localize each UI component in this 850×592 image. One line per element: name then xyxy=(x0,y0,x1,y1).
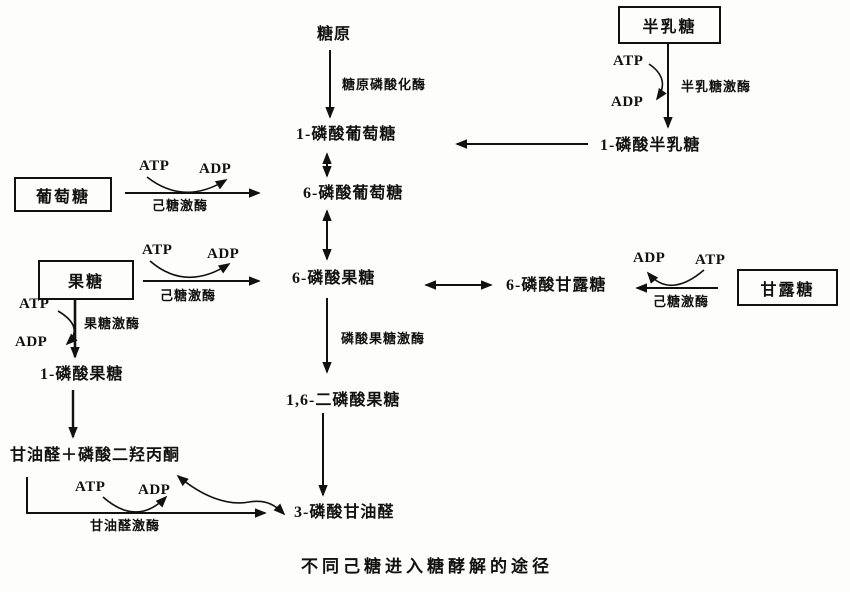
metabolite-glucose-6-phosphate: 6-磷酸葡萄糖 xyxy=(303,185,404,202)
arc-atp-adp-glucose xyxy=(146,176,228,194)
metabolite-fructose-1-6-bisphosphate: 1,6-二磷酸果糖 xyxy=(286,392,401,409)
atp-label-glyceraldehyde: ATP xyxy=(75,479,106,495)
adp-label-galactose: ADP xyxy=(611,94,644,110)
arc-atp-adp-galactose xyxy=(648,63,667,101)
arc-atp-adp-glyceraldehyde xyxy=(102,495,168,513)
metabolite-glyceraldehyde-3-phosphate: 3-磷酸甘油醛 xyxy=(294,504,395,521)
enzyme-galactokinase: 半乳糖激酶 xyxy=(681,79,752,94)
enzyme-glycogen-phosphorylase: 糖原磷酸化酶 xyxy=(342,77,427,92)
adp-label-glyceraldehyde: ADP xyxy=(138,482,171,498)
metabolite-fructose-6-phosphate: 6-磷酸果糖 xyxy=(292,270,376,287)
atp-label-mannose: ATP xyxy=(695,252,726,268)
atp-label-fructose-right: ATP xyxy=(142,242,173,258)
arrow-dhap-g3p-wavy xyxy=(176,474,286,516)
fructose-box: 果糖 xyxy=(38,260,134,300)
atp-label-fructokinase: ATP xyxy=(19,296,50,312)
adp-label-fructokinase: ADP xyxy=(15,334,48,350)
adp-label-fructose-right: ADP xyxy=(207,246,240,262)
enzyme-phosphofructokinase: 磷酸果糖激酶 xyxy=(341,331,426,346)
metabolite-glucose-1-phosphate: 1-磷酸葡萄糖 xyxy=(296,126,397,143)
enzyme-hexokinase-fructose: 己糖激酶 xyxy=(160,288,217,303)
atp-label-glucose: ATP xyxy=(139,158,170,174)
enzyme-hexokinase-glucose: 己糖激酶 xyxy=(152,198,209,213)
arc-atp-adp-fructose-right xyxy=(149,260,231,279)
adp-label-mannose: ADP xyxy=(633,250,666,266)
metabolite-galactose-1-phosphate: 1-磷酸半乳糖 xyxy=(600,137,701,154)
metabolite-mannose-6-phosphate: 6-磷酸甘露糖 xyxy=(506,277,607,294)
atp-label-galactose: ATP xyxy=(613,53,644,69)
enzyme-hexokinase-mannose: 己糖激酶 xyxy=(653,294,710,309)
arc-atp-adp-mannose xyxy=(646,269,705,287)
metabolite-glycogen: 糖原 xyxy=(317,26,352,43)
enzyme-glyceraldehyde-kinase: 甘油醛激酶 xyxy=(90,518,161,533)
metabolite-glyceraldehyde-plus-dhap: 甘油醛＋磷酸二羟丙酮 xyxy=(10,447,181,464)
metabolite-fructose-1-phosphate: 1-磷酸果糖 xyxy=(40,366,124,383)
mannose-box: 甘露糖 xyxy=(737,269,838,306)
arc-atp-adp-fructokinase xyxy=(57,310,78,346)
enzyme-fructokinase: 果糖激酶 xyxy=(84,316,141,331)
galactose-box: 半乳糖 xyxy=(618,6,721,44)
diagram-title: 不同己糖进入糖酵解的途径 xyxy=(301,557,553,576)
glucose-box: 葡萄糖 xyxy=(14,177,112,212)
adp-label-glucose: ADP xyxy=(199,161,232,177)
